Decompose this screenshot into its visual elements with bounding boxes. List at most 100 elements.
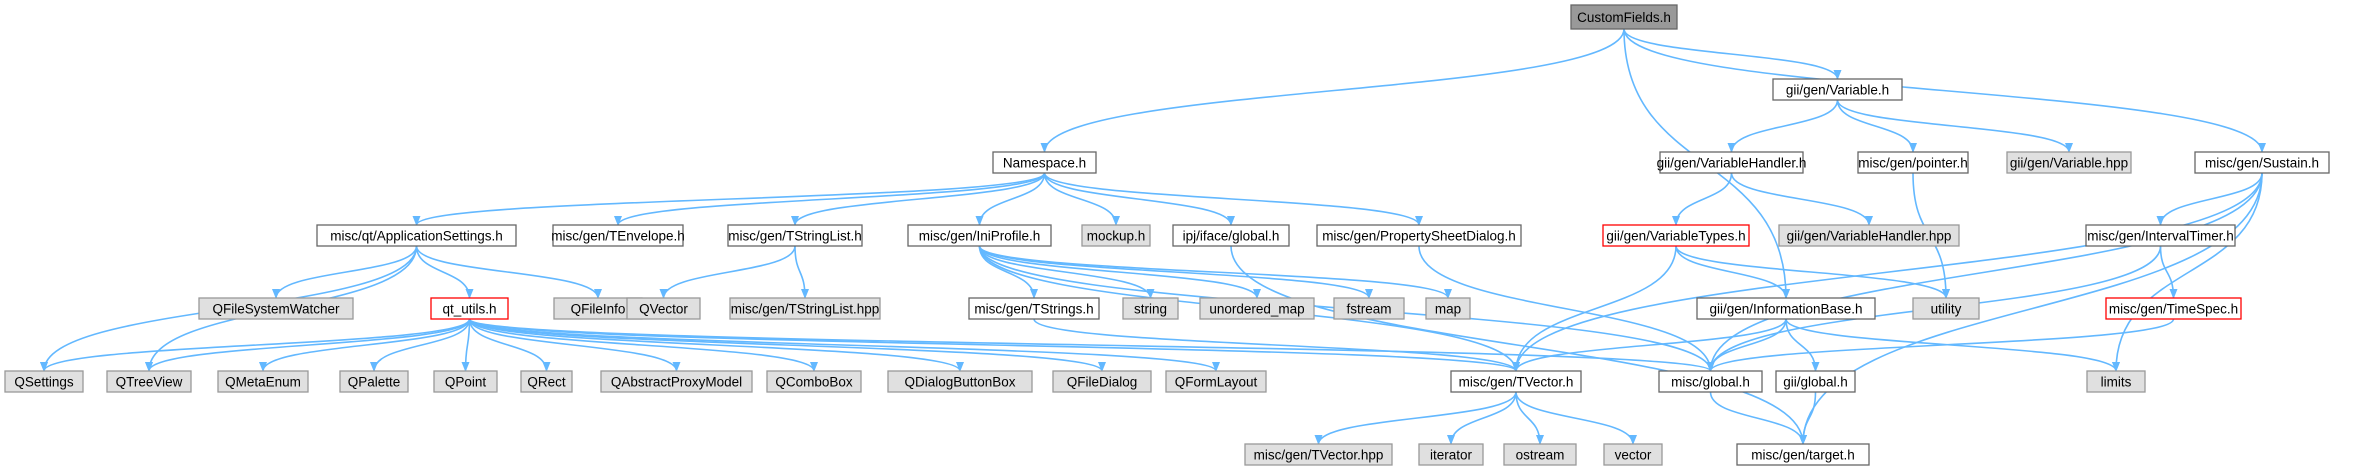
node-qpalette: QPalette — [339, 370, 409, 393]
node-variablehandler[interactable]: gii/gen/VariableHandler.h — [1657, 151, 1807, 174]
node-variablehpp: gii/gen/Variable.hpp — [2006, 151, 2132, 174]
node-box — [520, 370, 573, 393]
node-label: gii/gen/VariableTypes.h — [1606, 229, 1745, 244]
edge-sustain-to-tvector — [1512, 172, 2263, 372]
node-tvector[interactable]: misc/gen/TVector.h — [1450, 370, 1582, 393]
node-giiglobal[interactable]: gii/global.h — [1775, 370, 1856, 393]
node-box — [4, 370, 84, 393]
edge-qtutils-to-qrect — [468, 318, 551, 372]
node-target[interactable]: misc/gen/target.h — [1736, 443, 1870, 466]
edge-namespace-to-tenvelope — [614, 172, 1046, 226]
edge-intervaltimer-to-timespec — [2159, 245, 2178, 299]
node-qtreeview: QTreeView — [106, 370, 192, 393]
node-qmetaenum: QMetaEnum — [217, 370, 309, 393]
node-box — [1857, 151, 1969, 174]
edge-qtutils-to-qsettings — [40, 318, 471, 372]
node-label: misc/gen/TStringList.hpp — [731, 302, 880, 317]
edge-namespace-to-appsettings — [412, 172, 1046, 226]
node-label: misc/gen/IntervalTimer.h — [2087, 229, 2234, 244]
node-box — [1602, 224, 1750, 247]
node-box — [992, 151, 1097, 174]
edge-variable-to-variablehpp — [1836, 99, 2073, 153]
node-qdialogbuttonbox: QDialogButtonBox — [887, 370, 1033, 393]
node-label: QComboBox — [775, 375, 853, 390]
node-box — [1772, 78, 1903, 101]
edge-sustain-to-intervaltimer — [2156, 172, 2263, 226]
node-variabletypes[interactable]: gii/gen/VariableTypes.h — [1602, 224, 1750, 247]
node-tstringlist[interactable]: misc/gen/TStringList.h — [727, 224, 863, 247]
node-box — [316, 224, 517, 247]
edge-tvector-to-ostream — [1515, 391, 1544, 445]
edge-namespace-to-mockup — [1043, 172, 1120, 226]
node-box — [198, 297, 354, 320]
node-label: misc/gen/TStringList.h — [728, 229, 862, 244]
edge-sustain-to-miscglobal — [1706, 172, 2263, 372]
node-intervaltimer[interactable]: misc/gen/IntervalTimer.h — [2085, 224, 2236, 247]
node-label: string — [1134, 302, 1167, 317]
node-tvectorhpp: misc/gen/TVector.hpp — [1244, 443, 1393, 466]
node-box — [1659, 151, 1804, 174]
node-miscglobal[interactable]: misc/global.h — [1658, 370, 1763, 393]
edge-qtutils-to-qfiledialog — [468, 318, 1106, 372]
node-label: misc/gen/PropertySheetDialog.h — [1322, 229, 1516, 244]
node-iniprofile[interactable]: misc/gen/IniProfile.h — [907, 224, 1052, 247]
edge-ipjglobal-to-target — [1230, 245, 1807, 445]
node-box — [433, 370, 498, 393]
node-box — [727, 224, 863, 247]
node-timespec[interactable]: misc/gen/TimeSpec.h — [2105, 297, 2242, 320]
node-label: misc/gen/Sustain.h — [2205, 156, 2319, 171]
node-box — [106, 370, 192, 393]
edge-tvector-to-iterator — [1447, 391, 1517, 445]
edge-variabletypes-to-tvector — [1512, 245, 1677, 372]
edge-iniprofile-to-string — [978, 245, 1155, 299]
edge-customfields-to-sustain — [1623, 28, 2266, 153]
node-box — [1165, 370, 1267, 393]
node-infobase[interactable]: gii/gen/InformationBase.h — [1696, 297, 1876, 320]
node-box — [1778, 224, 1960, 247]
edge-sustain-to-limits — [2112, 172, 2263, 372]
node-box — [1503, 443, 1577, 466]
node-sustain[interactable]: misc/gen/Sustain.h — [2194, 151, 2330, 174]
edge-qtutils-to-qpoint — [461, 318, 471, 372]
node-label: vector — [1615, 448, 1652, 463]
node-box — [1333, 297, 1405, 320]
node-label: gii/global.h — [1783, 375, 1848, 390]
node-box — [1736, 443, 1870, 466]
edge-qtutils-to-miscglobal — [468, 318, 1715, 372]
edge-variabletypes-to-utility — [1675, 245, 1950, 299]
node-vector: vector — [1603, 443, 1663, 466]
node-namespace[interactable]: Namespace.h — [992, 151, 1097, 174]
node-box — [552, 224, 684, 247]
node-variable[interactable]: gii/gen/Variable.h — [1772, 78, 1903, 101]
node-box — [1122, 297, 1179, 320]
node-label: misc/gen/TEnvelope.h — [551, 229, 685, 244]
node-propsheet[interactable]: misc/gen/PropertySheetDialog.h — [1316, 224, 1522, 247]
node-qvector: QVector — [626, 297, 701, 320]
node-label: iterator — [1430, 448, 1473, 463]
node-customfields[interactable]: CustomFields.h — [1570, 4, 1678, 30]
node-label: Namespace.h — [1003, 156, 1086, 171]
node-label: QFileDialog — [1067, 375, 1138, 390]
node-label: QRect — [527, 375, 566, 390]
node-iterator: iterator — [1418, 443, 1484, 466]
node-tenvelope[interactable]: misc/gen/TEnvelope.h — [551, 224, 685, 247]
node-box — [887, 370, 1033, 393]
edge-infobase-to-tvector — [1512, 318, 1787, 372]
node-pointer[interactable]: misc/gen/pointer.h — [1857, 151, 1969, 174]
node-label: misc/global.h — [1671, 375, 1750, 390]
node-label: QDialogButtonBox — [904, 375, 1015, 390]
node-label: map — [1435, 302, 1461, 317]
node-box — [1775, 370, 1856, 393]
node-label: unordered_map — [1209, 302, 1304, 317]
edge-tvector-to-tvectorhpp — [1314, 391, 1517, 445]
node-variablehandlerhpp: gii/gen/VariableHandler.hpp — [1778, 224, 1960, 247]
node-tstrings[interactable]: misc/gen/TStrings.h — [968, 297, 1100, 320]
edge-giiglobal-to-target — [1799, 391, 1817, 445]
edge-variablehandler-to-variabletypes — [1672, 172, 1733, 226]
node-qtutils[interactable]: qt_utils.h — [430, 297, 509, 320]
node-label: misc/gen/IniProfile.h — [919, 229, 1041, 244]
node-ipjglobal[interactable]: ipj/iface/global.h — [1172, 224, 1290, 247]
node-appsettings[interactable]: misc/qt/ApplicationSettings.h — [316, 224, 517, 247]
edge-propsheet-to-miscglobal — [1418, 245, 1715, 372]
